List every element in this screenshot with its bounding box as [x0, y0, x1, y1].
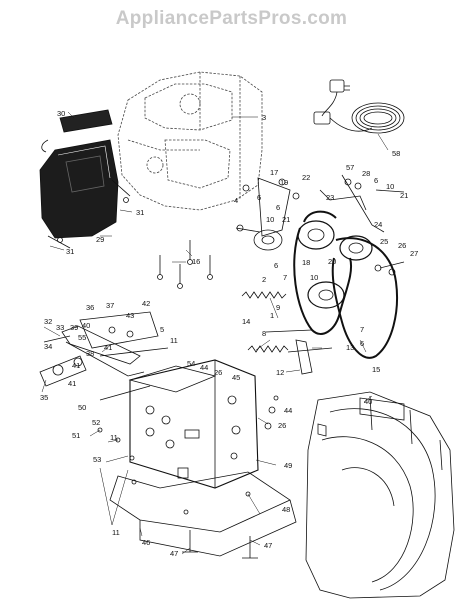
callout-26-top: 26 [398, 241, 406, 250]
callout-41-c: 41 [68, 379, 76, 388]
callout-5: 5 [160, 325, 164, 334]
pulley-assembly [235, 174, 405, 359]
callout-15: 15 [372, 365, 380, 374]
callout-51: 51 [72, 431, 80, 440]
callout-6-c: 6 [374, 176, 378, 185]
callout-34: 34 [44, 342, 52, 351]
callout-52: 52 [92, 418, 100, 427]
callout-12: 12 [276, 368, 284, 377]
callout-21-b: 21 [400, 191, 408, 200]
callout-6-b: 6 [276, 203, 280, 212]
power-cord [313, 79, 405, 134]
auger-housing [305, 391, 455, 599]
callout-31-top: 31 [136, 208, 144, 217]
callout-10-a: 10 [266, 215, 274, 224]
callout-21-a: 21 [282, 215, 290, 224]
belt-cover [39, 109, 131, 249]
leader-lines [41, 111, 389, 555]
callout-31-bottom: 31 [66, 247, 74, 256]
callout-23: 23 [326, 193, 334, 202]
callout-28: 28 [362, 169, 370, 178]
callout-37: 37 [106, 301, 114, 310]
callout-49: 49 [284, 461, 292, 470]
callout-7-a: 7 [283, 273, 287, 282]
callout-16: 16 [192, 257, 200, 266]
engine-outline [117, 71, 263, 211]
callout-48: 48 [282, 505, 290, 514]
callout-44-top: 44 [200, 363, 208, 372]
callout-57: 57 [346, 163, 354, 172]
callout-47-b: 47 [264, 541, 272, 550]
callout-19: 19 [280, 178, 288, 187]
callout-38: 38 [86, 349, 94, 358]
callout-47-a: 47 [170, 549, 178, 558]
springs-and-rods [241, 291, 333, 375]
callout-26-mid: 26 [214, 368, 222, 377]
callout-20: 20 [328, 257, 336, 266]
callout-18: 18 [302, 258, 310, 267]
callout-32: 32 [44, 317, 52, 326]
callout-40: 40 [364, 397, 372, 406]
callout-46: 46 [142, 538, 150, 547]
callout-3: 3 [262, 113, 266, 122]
callout-41-a: 41 [104, 343, 112, 352]
callout-2: 2 [262, 275, 266, 284]
callout-55: 55 [78, 333, 86, 342]
callout-14: 14 [242, 317, 250, 326]
frame-chassis [39, 311, 297, 557]
callout-8: 8 [262, 329, 266, 338]
part-callouts: 3 58 30 31 29 31 16 17 19 22 6 4 10 21 6… [40, 109, 418, 558]
callout-24: 24 [374, 220, 382, 229]
callout-25: 25 [380, 237, 388, 246]
callout-10-c: 10 [310, 273, 318, 282]
callout-33: 33 [56, 323, 64, 332]
callout-11-c: 11 [112, 528, 120, 537]
callout-4: 4 [234, 196, 238, 205]
callout-58: 58 [392, 149, 400, 158]
callout-30: 30 [57, 109, 65, 118]
callout-43: 43 [126, 311, 134, 320]
callout-1: 1 [270, 311, 274, 320]
callout-6-e: 6 [360, 339, 364, 348]
callout-7-b: 7 [360, 325, 364, 334]
callout-42: 42 [142, 299, 150, 308]
callout-22: 22 [302, 173, 310, 182]
callout-45: 45 [232, 373, 240, 382]
callout-54: 54 [187, 359, 195, 368]
callout-35: 35 [40, 393, 48, 402]
watermark: AppliancePartsPros.com [115, 8, 348, 29]
callout-10-b: 10 [386, 182, 394, 191]
callout-6-a: 6 [257, 193, 261, 202]
fastener-hardware [57, 178, 396, 559]
callout-11-a: 11 [170, 336, 178, 345]
callout-53: 53 [93, 455, 101, 464]
callout-41-b: 41 [72, 361, 80, 370]
callout-6-d: 6 [274, 261, 278, 270]
callout-44-right: 44 [284, 406, 292, 415]
callout-9: 9 [276, 303, 280, 312]
callout-40-small: 40 [82, 321, 90, 330]
callout-29: 29 [96, 235, 104, 244]
callout-27: 27 [410, 249, 418, 258]
callout-39: 39 [70, 323, 78, 332]
callout-26-right: 26 [278, 421, 286, 430]
callout-50: 50 [78, 403, 86, 412]
callout-11-b: 11 [110, 433, 118, 442]
callout-17: 17 [270, 168, 278, 177]
callout-36: 36 [86, 303, 94, 312]
callout-13: 13 [346, 343, 354, 352]
